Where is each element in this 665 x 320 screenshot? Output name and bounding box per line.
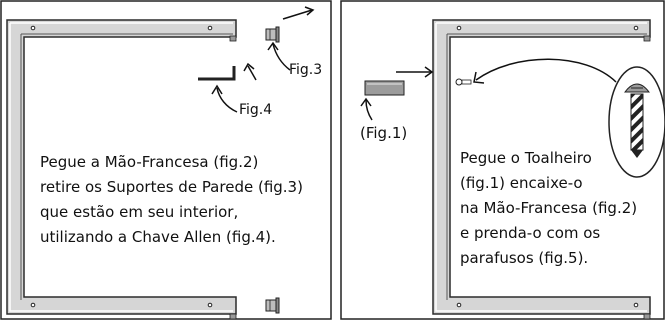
right-panel-border bbox=[340, 0, 665, 320]
left-instruction-line-2: retire os Suportes de Parede (fig.3) bbox=[40, 178, 303, 196]
screw-icon bbox=[455, 78, 472, 86]
right-instruction-line-1: Pegue o Toalheiro bbox=[460, 149, 592, 167]
bolt-hole-icon bbox=[30, 302, 36, 308]
allen-key-icon bbox=[198, 66, 236, 81]
right-instruction-line-4: e prenda-o com os bbox=[460, 224, 601, 242]
bolt-hole-icon bbox=[30, 25, 36, 31]
wall-support-icon bbox=[265, 26, 280, 43]
right-instruction-line-3: na Mão-Francesa (fig.2) bbox=[460, 199, 638, 217]
bolt-hole-icon bbox=[633, 302, 639, 308]
bolt-hole-icon bbox=[633, 25, 639, 31]
bolt-hole-icon bbox=[207, 25, 213, 31]
left-bracket-frame bbox=[6, 19, 237, 320]
left-instruction-line-1: Pegue a Mão-Francesa (fig.2) bbox=[40, 153, 259, 171]
towel-bar-icon bbox=[364, 80, 405, 96]
bolt-hole-icon bbox=[207, 302, 213, 308]
left-instruction-line-3: que estão em seu interior, bbox=[40, 203, 239, 221]
left-panel-border bbox=[0, 0, 332, 320]
bolt-hole-icon bbox=[456, 302, 462, 308]
fig4-label: Fig.4 bbox=[239, 102, 273, 118]
left-instruction-line-4: utilizando a Chave Allen (fig.4). bbox=[40, 228, 276, 246]
bolt-hole-icon bbox=[456, 25, 462, 31]
wall-support-icon bbox=[265, 297, 280, 314]
pointer-arrow-icon bbox=[365, 99, 373, 121]
arrow-icon bbox=[247, 65, 257, 81]
right-instruction-line-5: parafusos (fig.5). bbox=[460, 249, 589, 267]
fig1-label: (Fig.1) bbox=[360, 124, 408, 142]
fig3-label: Fig.3 bbox=[289, 62, 323, 78]
right-instruction-line-2: (fig.1) encaixe-o bbox=[460, 174, 583, 192]
arrow-icon bbox=[282, 9, 313, 20]
right-bracket-frame bbox=[432, 19, 651, 320]
arrow-icon bbox=[475, 58, 617, 83]
pointer-arrow-icon bbox=[216, 87, 238, 113]
pointer-arrow-icon bbox=[272, 43, 291, 71]
screw-detail-icon bbox=[623, 83, 651, 158]
